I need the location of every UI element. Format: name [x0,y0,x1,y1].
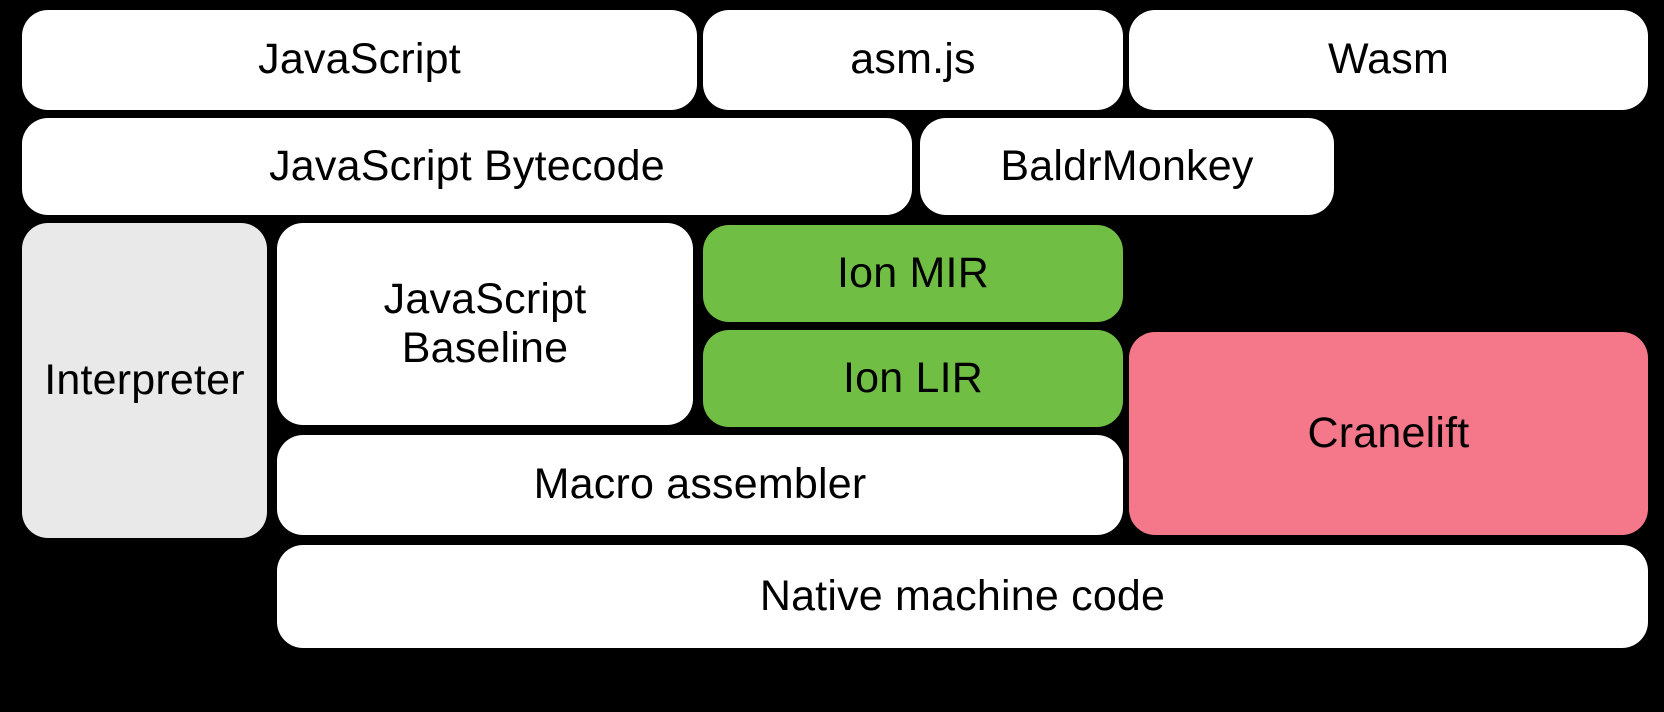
node-native-machine-code[interactable]: Native machine code [277,545,1648,648]
node-wasm[interactable]: Wasm [1129,10,1648,110]
node-javascript-baseline[interactable]: JavaScript Baseline [277,223,693,425]
node-javascript[interactable]: JavaScript [22,10,697,110]
node-cranelift[interactable]: Cranelift [1129,332,1648,535]
node-macro-assembler[interactable]: Macro assembler [277,435,1123,535]
node-asmjs[interactable]: asm.js [703,10,1123,110]
node-ion-mir[interactable]: Ion MIR [703,225,1123,322]
node-interpreter[interactable]: Interpreter [22,223,267,538]
node-baldrmonkey[interactable]: BaldrMonkey [920,118,1334,215]
node-ion-lir[interactable]: Ion LIR [703,330,1123,427]
node-javascript-bytecode[interactable]: JavaScript Bytecode [22,118,912,215]
